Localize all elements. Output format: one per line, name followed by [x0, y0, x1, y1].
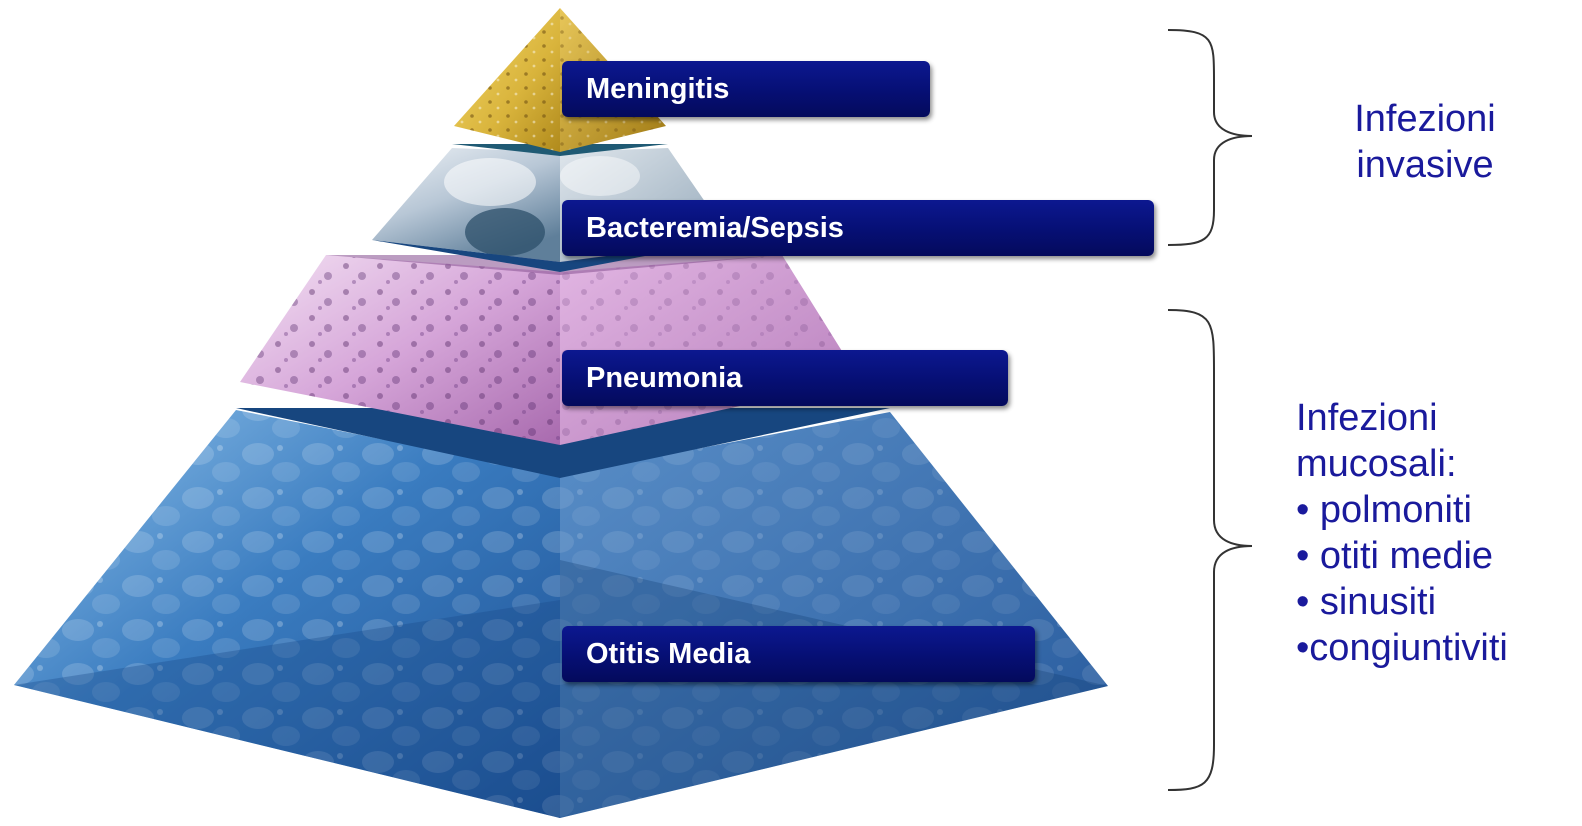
- group-invasive-text: Infezioni invasive: [1290, 96, 1560, 188]
- group-mucosal-item: •congiuntiviti: [1296, 625, 1576, 671]
- group-mucosal-text: Infezioni mucosali: • polmoniti • otiti …: [1296, 395, 1576, 671]
- tier-label-pneumonia: Pneumonia: [562, 350, 1008, 406]
- tier-label-bacteremia-sepsis: Bacteremia/Sepsis: [562, 200, 1154, 256]
- bracket-invasive: [1168, 30, 1252, 245]
- group-invasive-line: Infezioni: [1290, 96, 1560, 142]
- group-mucosal-line: mucosali:: [1296, 441, 1576, 487]
- tier-label-meningitis: Meningitis: [562, 61, 930, 117]
- group-mucosal-line: Infezioni: [1296, 395, 1576, 441]
- group-mucosal-item: • polmoniti: [1296, 487, 1576, 533]
- tier-label-otitis-media: Otitis Media: [562, 626, 1035, 682]
- tier-otitis-shape: [14, 408, 1108, 818]
- group-mucosal-item: • sinusiti: [1296, 579, 1576, 625]
- group-invasive-line: invasive: [1290, 142, 1560, 188]
- bracket-mucosal: [1168, 310, 1252, 790]
- group-mucosal-item: • otiti medie: [1296, 533, 1576, 579]
